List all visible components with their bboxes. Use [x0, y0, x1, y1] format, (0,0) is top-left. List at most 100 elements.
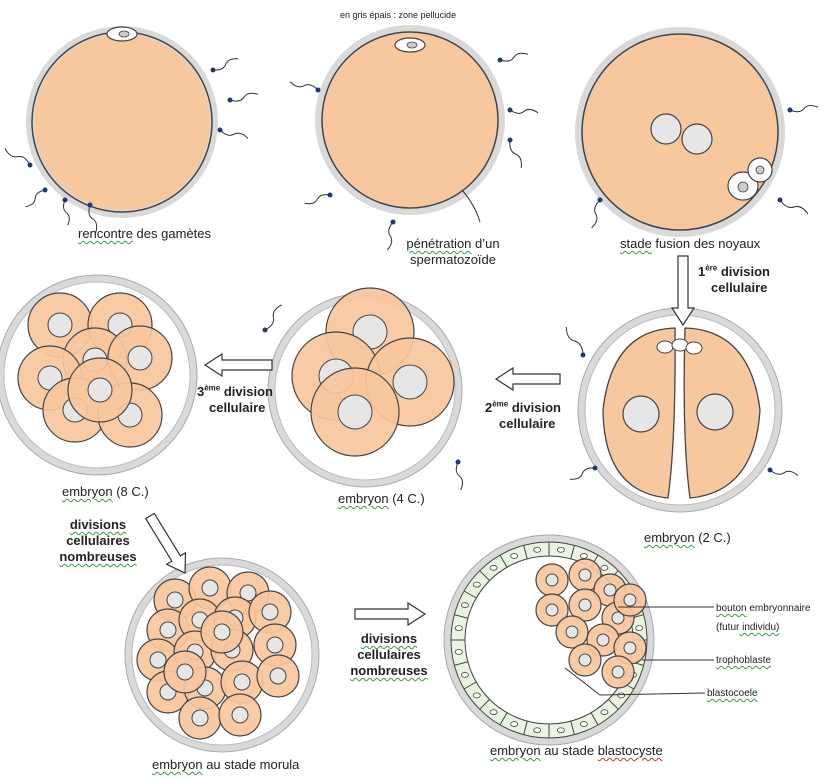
bouton-2-nucleus — [579, 569, 591, 581]
penetration-0-spermatozoid-tail — [500, 53, 528, 61]
deux-polar-body-1 — [672, 339, 688, 351]
morula-14-nucleus — [234, 674, 250, 690]
bouton-8-nucleus — [597, 634, 609, 646]
penetration-3-spermatozoid-tail — [290, 82, 318, 90]
penetration-1-spermatozoid-tail — [510, 109, 538, 113]
arrow-division-3 — [205, 354, 272, 376]
arrow-division-2 — [496, 368, 560, 390]
bouton-11-nucleus — [612, 666, 624, 678]
bouton-4-nucleus — [546, 604, 558, 616]
deux-polar-body-2 — [686, 342, 702, 354]
quatre-3-nucleus — [393, 365, 427, 399]
annotation-trophoblaste: trophoblaste — [716, 654, 771, 667]
bouton-7-nucleus — [566, 626, 578, 638]
rencontre-5-spermatozoid-tail — [64, 200, 70, 225]
blastocyste-trophoblast-nucleus-14 — [473, 582, 480, 587]
zona-pellucida-note: en gris épais : zone pellucide — [340, 10, 456, 21]
caption-2c: embryon (2 C.) — [644, 530, 731, 546]
rencontre-polar-body-nucleus — [119, 31, 129, 37]
morula-8-nucleus — [150, 652, 166, 668]
morula-7-nucleus — [262, 604, 278, 620]
bouton-10-nucleus — [579, 654, 591, 666]
bouton-5-nucleus — [579, 599, 591, 611]
blastocyste-trophoblast-nucleus-4 — [580, 722, 587, 727]
blastocyste-trophoblast-nucleus-3 — [601, 710, 608, 715]
bouton-9-nucleus — [624, 642, 636, 654]
blastocyste-trophoblast-nucleus-8 — [490, 710, 497, 715]
bouton-1-nucleus — [546, 574, 558, 586]
label-division-2: 2ème divisioncellulaire — [485, 400, 561, 432]
huit-5-nucleus — [128, 346, 152, 370]
quatre-0-spermatozoid-tail — [265, 305, 282, 330]
rencontre-4-spermatozoid-tail — [25, 190, 45, 207]
blastocyste-trophoblast-nucleus-17 — [534, 547, 541, 552]
deux-0-spermatozoid-tail — [566, 327, 583, 355]
bouton-3-nucleus — [604, 584, 616, 596]
deux-nucleus-left — [623, 396, 659, 432]
blastocyste-trophoblast-nucleus-23 — [636, 626, 643, 631]
arrow-divisions-nombreuses-1 — [146, 513, 186, 573]
caption-4c: embryon (4 C.) — [338, 491, 425, 507]
annotation-futur-individu: (futur individu) — [716, 621, 779, 634]
blastocyste-trophoblast-nucleus-7 — [511, 722, 518, 727]
annotation-bouton: bouton embryonnaire — [716, 602, 811, 615]
huit-1-nucleus — [48, 313, 72, 337]
blastocyste-trophoblast-nucleus-11 — [455, 649, 462, 654]
blastocyste-trophoblast-nucleus-13 — [461, 603, 468, 608]
rencontre-0-spermatozoid-tail — [213, 59, 238, 70]
blastocyste-trophoblast-nucleus-2 — [618, 693, 625, 698]
blastocyste-trophoblast-nucleus-15 — [490, 565, 497, 570]
blastocyste-trophoblast-nucleus-18 — [557, 547, 564, 552]
fusion-2-spermatozoid-tail — [592, 200, 600, 228]
morula-19-nucleus — [177, 664, 193, 680]
blastocyste-trophoblast-nucleus-5 — [557, 728, 564, 733]
arrow-divisions-nombreuses-2 — [355, 603, 425, 625]
blastocyste-trophoblast-nucleus-19 — [580, 553, 587, 558]
fusion-pronucleus-1 — [651, 114, 681, 144]
blastocyste-trophoblast-nucleus-6 — [534, 728, 541, 733]
deux-polar-body-0 — [657, 341, 673, 353]
rencontre-2-spermatozoid-tail — [220, 130, 248, 138]
morula-18-nucleus — [214, 624, 230, 640]
blastocyste-trophoblast-nucleus-9 — [473, 693, 480, 698]
blastocyste-trophoblast-nucleus-20 — [601, 565, 608, 570]
caption-8c: embryon (8 C.) — [62, 484, 149, 500]
fusion-0-spermatozoid-tail — [790, 105, 818, 111]
fusion-polar-body-1-nucleus — [738, 182, 748, 192]
fusion-pronucleus-2 — [682, 124, 712, 154]
penetration-2-spermatozoid-tail — [510, 140, 522, 168]
penetration-4-spermatozoid-tail — [305, 195, 330, 204]
blastocyste-trophoblast-nucleus-12 — [455, 626, 462, 631]
huit-8-nucleus — [88, 378, 112, 402]
deux-2-spermatozoid-tail — [770, 470, 798, 476]
fusion-1-spermatozoid-tail — [780, 200, 808, 214]
bouton-12-nucleus — [624, 594, 636, 606]
deux-1-spermatozoid-tail — [570, 468, 595, 479]
morula-1-nucleus — [167, 592, 183, 608]
quatre-1-spermatozoid-tail — [456, 462, 462, 490]
morula-4-nucleus — [160, 622, 176, 638]
blastocyste-trophoblast-nucleus-10 — [461, 672, 468, 677]
morula-16-nucleus — [192, 710, 208, 726]
fusion-polar-body-2-nucleus — [756, 166, 764, 174]
morula-11-nucleus — [267, 637, 283, 653]
caption-rencontre: rencontre des gamètes — [78, 226, 211, 242]
caption-morula: embryon au stade morula — [152, 757, 299, 773]
blastocyste-trophoblast-nucleus-16 — [511, 553, 518, 558]
deux-nucleus-right — [697, 394, 733, 430]
caption-blastocyste: embryon au stade blastocyste — [490, 743, 663, 759]
penetration-polar-body-nucleus — [407, 42, 417, 48]
rencontre-3-spermatozoid-tail — [5, 148, 30, 165]
morula-15-nucleus — [270, 668, 286, 684]
annotation-blastocoele: blastocoele — [707, 687, 758, 700]
caption-fusion: stade fusion des noyaux — [620, 236, 760, 252]
morula-17-nucleus — [232, 707, 248, 723]
morula-2-nucleus — [202, 580, 218, 596]
quatre-4-nucleus — [338, 395, 372, 429]
